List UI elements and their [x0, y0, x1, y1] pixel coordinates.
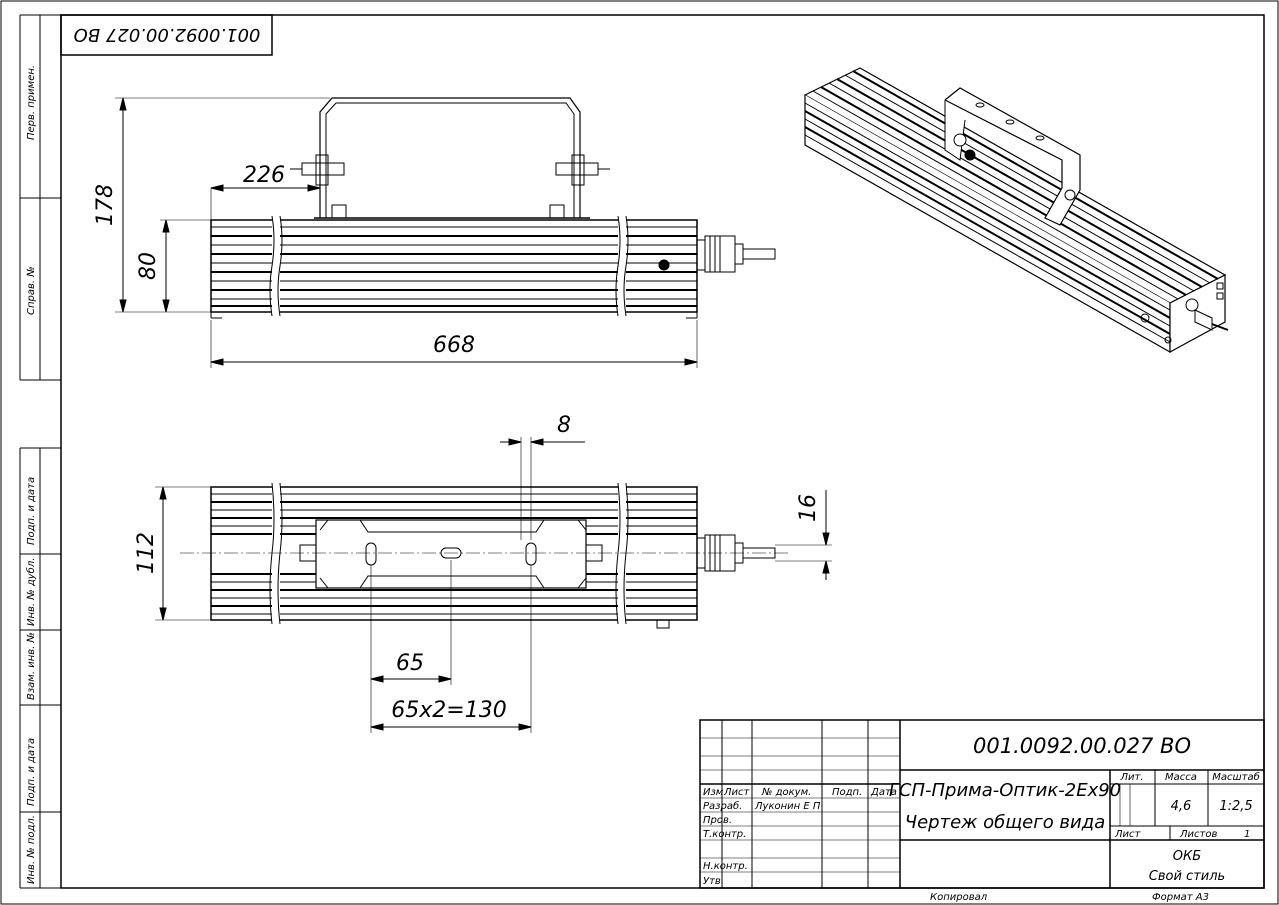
dim-668: 668 [433, 333, 475, 358]
hdr-podp: Подп. [832, 787, 862, 798]
dim-226: 226 [243, 163, 285, 188]
sheet-label: Лист [1114, 829, 1142, 840]
mass-label: Масса [1165, 772, 1197, 783]
front-view [210, 97, 776, 319]
scale-value: 1:2,5 [1219, 799, 1252, 814]
scale-label: Масштаб [1212, 771, 1260, 783]
side-label-podp-data-2: Подп. и дата [26, 738, 37, 806]
isometric-view [803, 67, 1229, 354]
hdr-data: Дата [870, 787, 897, 798]
razrab-name: Луконин Е П [754, 801, 821, 812]
side-label-podp-data-1: Подп. и дата [26, 477, 37, 545]
doc-name: Чертеж общего вида [905, 812, 1105, 833]
sheets-value: 1 [1244, 829, 1250, 840]
role-utv: Утв. [703, 876, 724, 887]
top-dimensions [155, 437, 832, 733]
sheets-label: Листов [1179, 829, 1217, 840]
dim-178: 178 [93, 184, 118, 226]
dim-65x2: 65х2=130 [391, 698, 506, 723]
dim-80: 80 [136, 252, 161, 280]
lit-label: Лит. [1119, 772, 1143, 783]
hdr-izm: Изм [703, 787, 724, 798]
format-label: Формат А3 [1152, 892, 1209, 903]
hdr-list: Лист [723, 787, 751, 798]
role-prov: Пров. [703, 815, 732, 826]
corner-stamp: 001.0092.00.027 ВО [74, 24, 261, 45]
dim-65: 65 [396, 651, 424, 676]
side-label-perv-primen: Перв. примен. [26, 65, 37, 140]
org-line2: Свой стиль [1149, 869, 1225, 884]
dim-112: 112 [134, 532, 159, 574]
mass-value: 4,6 [1171, 799, 1192, 814]
role-razrab: Разраб. [703, 800, 742, 812]
copied-label: Копировал [930, 892, 988, 903]
side-label-sprav: Справ. № [26, 266, 37, 315]
dim-16: 16 [796, 494, 821, 522]
dim-8: 8 [557, 413, 571, 438]
role-tkontr: Т.контр. [703, 829, 746, 840]
side-label-inv-dubl: Инв. № дубл. [25, 558, 37, 626]
drawing-number: 001.0092.00.027 ВО [973, 734, 1191, 758]
front-dimensions [115, 97, 698, 368]
role-nkontr: Н.контр. [703, 861, 748, 872]
side-label-inv-podl: Инв. № подл. [26, 815, 37, 884]
side-label-vzam-inv: Взам. инв. № [26, 632, 37, 700]
hdr-docum: № докум. [761, 787, 811, 798]
product-name: ГСП-Прима-Оптик-2Ex90 [889, 780, 1121, 801]
org-line1: ОКБ [1173, 849, 1201, 864]
side-labels: Перв. примен. Справ. № Подп. и дата Инв.… [25, 65, 37, 884]
top-view [180, 482, 790, 629]
title-block [699, 719, 1265, 889]
